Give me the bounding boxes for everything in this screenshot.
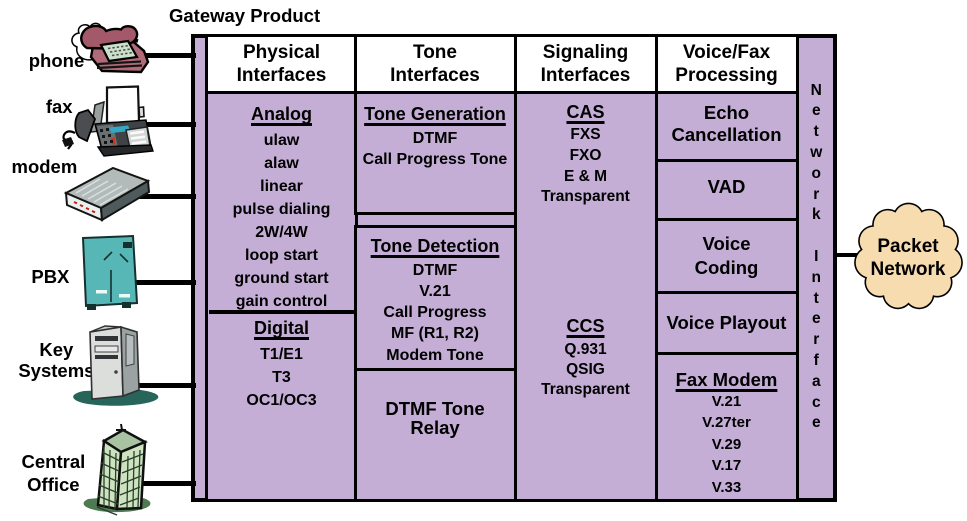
svg-text:Packet: Packet <box>877 236 939 257</box>
svg-text:Network: Network <box>871 259 946 280</box>
